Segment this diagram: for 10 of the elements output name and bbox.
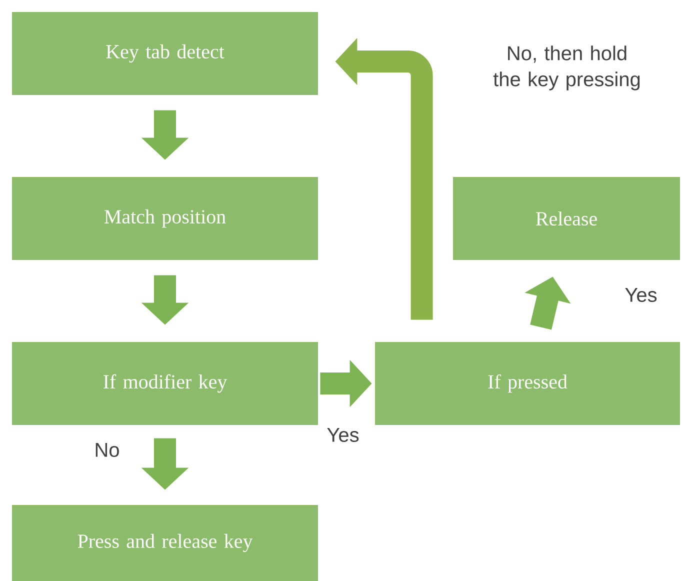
- edge-label: Yes: [625, 288, 657, 302]
- edge-label: Yes: [327, 428, 359, 442]
- process-box: Release: [453, 177, 680, 260]
- process-box: If modifier key: [12, 342, 318, 425]
- process-box: If pressed: [375, 342, 680, 425]
- process-box: Match position: [12, 177, 318, 260]
- edge-label: No: [96, 443, 119, 457]
- edge-label: No, then hold the key pressing: [493, 46, 640, 90]
- process-box: Press and release key: [12, 505, 318, 581]
- process-box: Key tab detect: [12, 12, 318, 95]
